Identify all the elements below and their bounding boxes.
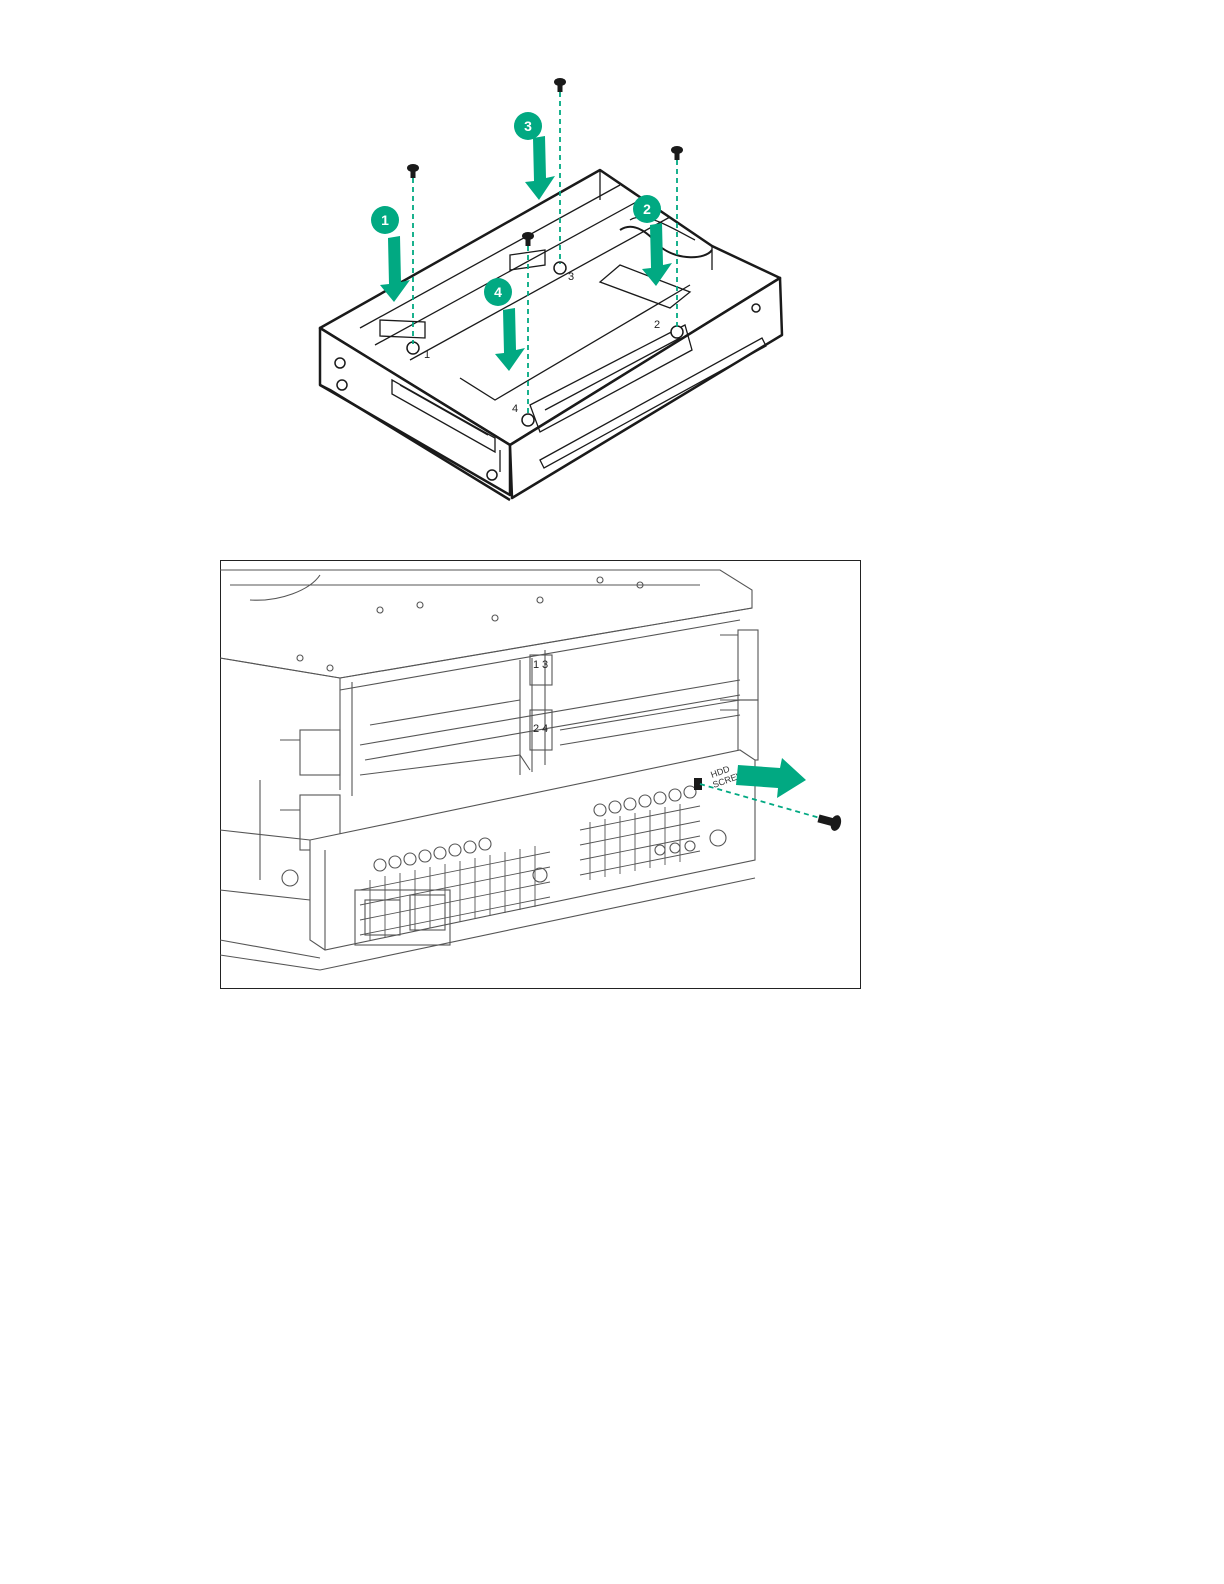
svg-text:1: 1 [381,212,389,228]
screw-2-icon [671,146,683,160]
screw-1-icon [407,164,419,178]
screw-removal-figure: 1 3 2 4 HDD SCREW [220,560,862,990]
bay-label-2: 2 [533,723,539,735]
callout-4: 4 [484,278,512,306]
bay-label-3: 3 [542,659,548,671]
hole-label-3: 3 [568,271,574,283]
screw-hole-4 [522,414,534,426]
callout-2: 2 [633,195,661,223]
screw-installation-figure: 1 2 3 4 [300,60,820,520]
callout-1: 1 [371,206,399,234]
screw-3-icon [554,78,566,92]
bay-label-4: 4 [542,723,548,735]
drive-cage-illustration: 1 2 3 4 [300,60,820,520]
chassis-bay-illustration: 1 3 2 4 HDD SCREW [220,560,862,990]
svg-text:2: 2 [643,201,651,217]
hole-label-2: 2 [654,319,660,331]
hole-label-1: 1 [424,349,430,361]
svg-text:3: 3 [524,118,532,134]
bay-label-1: 1 [533,659,539,671]
callout-3: 3 [514,112,542,140]
svg-text:4: 4 [494,284,502,300]
hole-label-4: 4 [512,403,518,415]
screw-hole-2 [671,326,683,338]
arrow-down-3-icon [525,136,555,200]
